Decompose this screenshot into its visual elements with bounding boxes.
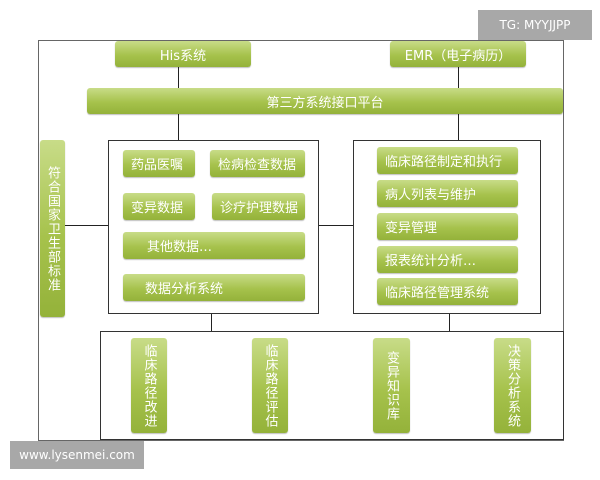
data-item: 诊疗护理数据 xyxy=(212,193,305,220)
pathway-item: 变异管理 xyxy=(377,213,518,240)
bottom-item: 临床路径评估 xyxy=(252,338,288,433)
emr-box: EMR（电子病历） xyxy=(390,41,526,67)
data-item: 变异数据 xyxy=(123,193,195,220)
bottom-item: 决策分析系统 xyxy=(494,338,531,433)
pathway-item: 病人列表与维护 xyxy=(377,180,518,207)
bottom-item: 变异知识库 xyxy=(373,338,410,433)
connector-arrow xyxy=(458,114,459,140)
connector-arrow xyxy=(65,225,108,226)
diagram-frame xyxy=(38,40,564,441)
his-system-box: His系统 xyxy=(115,41,251,67)
pathway-item: 临床路径制定和执行 xyxy=(377,147,518,174)
standard-bar: 符合国家卫生部标准 xyxy=(40,140,65,317)
interface-platform-bar: 第三方系统接口平台 xyxy=(87,88,563,114)
connector-arrow xyxy=(211,314,212,331)
data-item: 检病检查数据 xyxy=(210,150,305,177)
watermark-bottom: www.lysenmei.com xyxy=(10,441,144,469)
connector-arrow xyxy=(449,314,450,331)
watermark-top: TG: MYYJJPP xyxy=(478,10,592,40)
connector-arrow xyxy=(458,67,459,88)
pathway-management-system: 临床路径管理系统 xyxy=(377,278,518,305)
connector-arrow xyxy=(178,67,179,88)
pathway-item: 报表统计分析… xyxy=(377,246,518,273)
data-analysis-system: 数据分析系统 xyxy=(123,274,305,301)
data-item: 药品医嘱 xyxy=(123,150,195,177)
connector-arrow xyxy=(178,114,179,140)
connector-arrow xyxy=(319,225,353,226)
data-item: 其他数据… xyxy=(123,232,305,259)
decision-box xyxy=(100,331,564,440)
bottom-item: 临床路径改进 xyxy=(131,338,167,433)
